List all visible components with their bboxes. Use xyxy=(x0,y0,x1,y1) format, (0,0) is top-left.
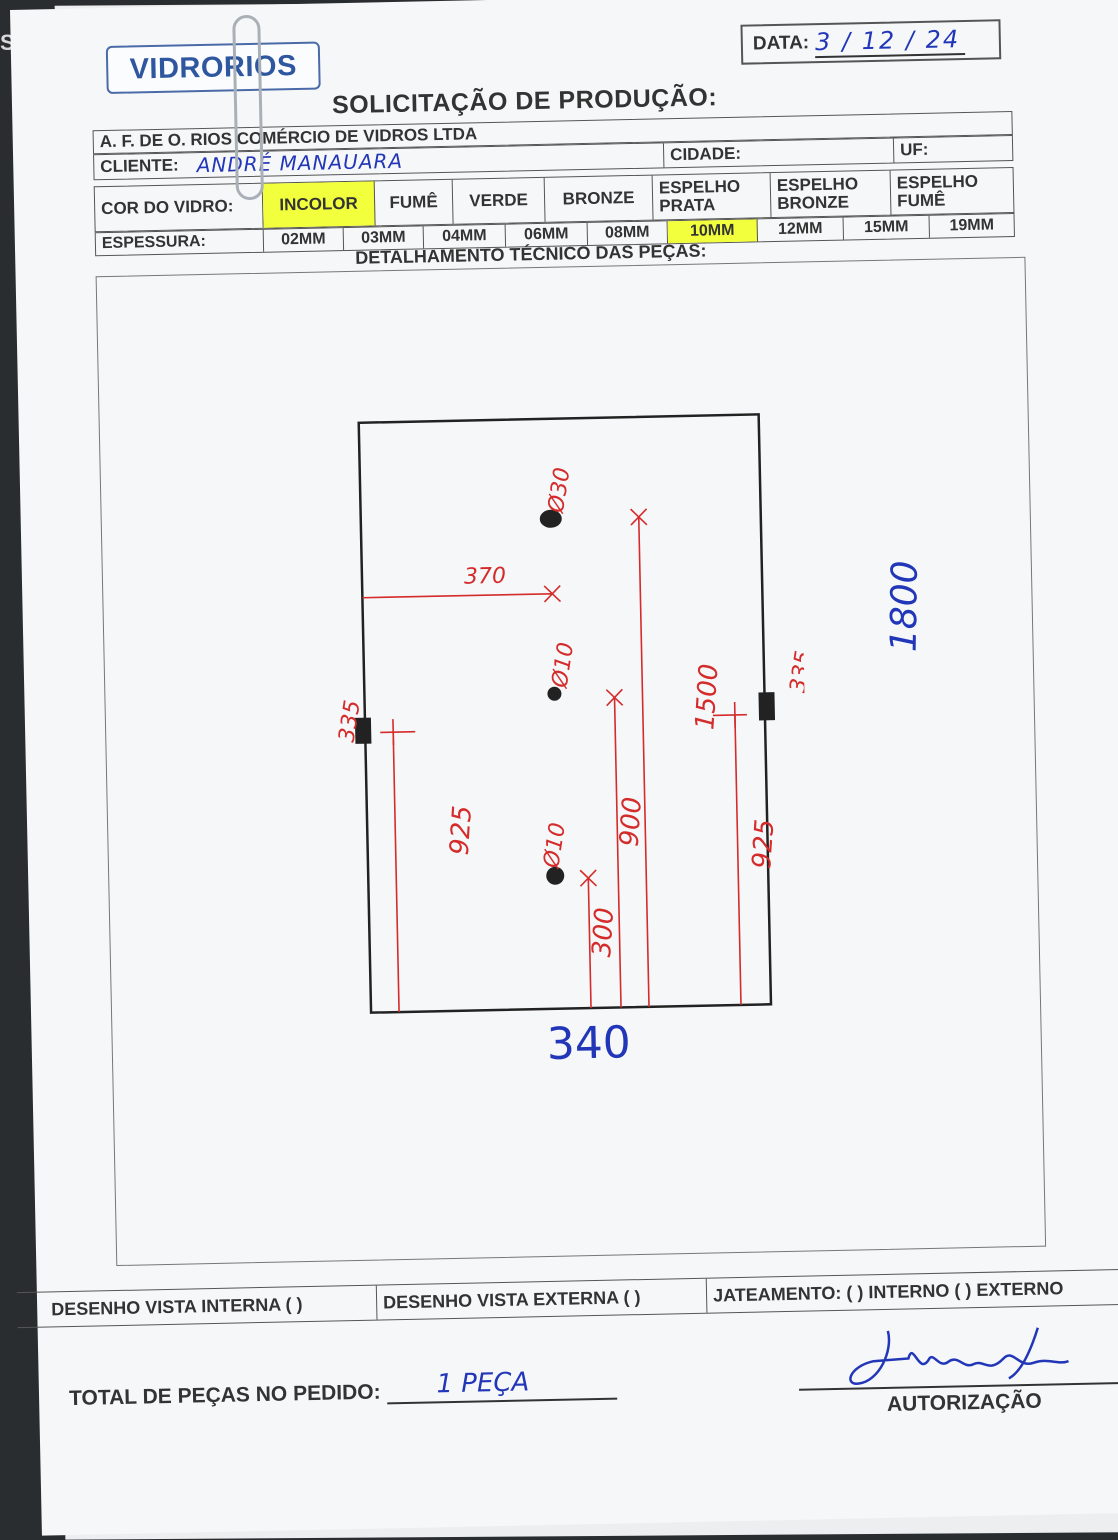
city-label: CIDADE: xyxy=(663,138,895,168)
client-value: ANDRÉ MANAUARA xyxy=(196,148,404,178)
width-label: 340 xyxy=(546,1017,631,1070)
hinge-left xyxy=(354,717,372,744)
total-field: 1 PEÇA xyxy=(386,1367,617,1405)
glass-piece-drawing: 370 Ø30 Ø10 Ø10 335 335 925 300 900 1500… xyxy=(335,413,812,1070)
external-view-option[interactable]: DESENHO VISTA EXTERNA ( ) xyxy=(376,1278,708,1320)
hole-middle xyxy=(547,686,562,701)
hole-top xyxy=(539,509,562,528)
thickness-option-19mm[interactable]: 19MM xyxy=(949,216,995,235)
color-option-espelho-prata[interactable]: ESPELHO PRATA xyxy=(652,173,772,220)
color-option-verde[interactable]: VERDE xyxy=(452,177,546,224)
authorization-label: AUTORIZAÇÃO xyxy=(886,1389,1042,1416)
color-option-espelho-fume[interactable]: ESPELHO FUMÊ xyxy=(896,171,979,211)
hole-top-label: Ø30 xyxy=(544,466,576,516)
signature-line xyxy=(797,1321,1118,1391)
internal-view-option[interactable]: DESENHO VISTA INTERNA ( ) xyxy=(16,1285,378,1328)
production-request-form: VIDRORIOS DATA: 3 / 12 / 24 SOLICITAÇÃO … xyxy=(10,0,1118,1536)
company-logo: VIDRORIOS xyxy=(105,41,321,94)
color-option-fume[interactable]: FUMÊ xyxy=(374,179,454,226)
hole-middle-label: Ø10 xyxy=(547,641,579,691)
total-value: 1 PEÇA xyxy=(436,1367,530,1400)
v-300-label: 300 xyxy=(587,907,620,959)
signature xyxy=(849,1327,1070,1385)
total-label: TOTAL DE PEÇAS NO PEDIDO: xyxy=(68,1380,381,1411)
date-value: 3 / 12 / 24 xyxy=(814,25,966,59)
uf-label: UF: xyxy=(899,139,929,160)
client-label: CLIENTE: xyxy=(100,155,179,177)
authorization-block: AUTORIZAÇÃO xyxy=(797,1321,1118,1419)
hole-bottom xyxy=(546,866,565,885)
v-925-right-label: 925 xyxy=(747,818,780,870)
color-option-incolor[interactable]: INCOLOR xyxy=(262,181,376,228)
jateamento-option[interactable]: JATEAMENTO: ( ) INTERNO ( ) EXTERNO xyxy=(712,1277,1064,1306)
thickness-label: ESPESSURA: xyxy=(95,229,265,256)
paper-clip xyxy=(232,14,265,201)
thickness-option-12mm[interactable]: 12MM xyxy=(757,217,844,242)
v-1500-label: 1500 xyxy=(690,663,724,731)
color-option-bronze[interactable]: BRONZE xyxy=(544,175,654,222)
color-option-espelho-bronze[interactable]: ESPELHO BRONZE xyxy=(770,170,892,218)
page-title: SOLICITAÇÃO DE PRODUÇÃO: xyxy=(331,83,718,120)
hole-bottom-label: Ø10 xyxy=(539,821,571,871)
dim-370-label: 370 xyxy=(464,564,507,590)
thickness-option-02mm[interactable]: 02MM xyxy=(263,228,345,252)
date-field: DATA: 3 / 12 / 24 xyxy=(740,19,1002,65)
thickness-option-15mm[interactable]: 15MM xyxy=(843,215,930,240)
date-label: DATA: xyxy=(752,32,810,55)
total-pieces: TOTAL DE PEÇAS NO PEDIDO: 1 PEÇA xyxy=(68,1367,617,1411)
v-900-label: 900 xyxy=(615,796,648,848)
thickness-option-10mm[interactable]: 10MM xyxy=(667,219,759,244)
v-925-left-label: 925 xyxy=(445,805,478,857)
height-label: 1800 xyxy=(883,560,926,653)
hinge-right xyxy=(758,692,776,721)
dimension-lines xyxy=(362,508,747,1013)
